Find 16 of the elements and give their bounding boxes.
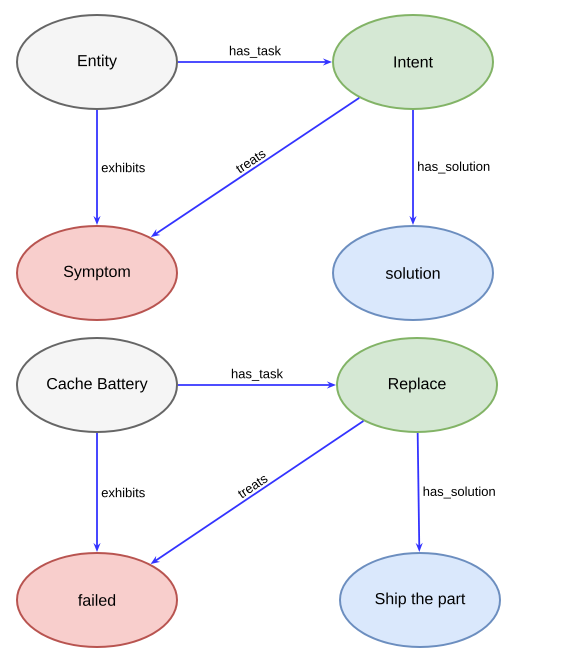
ellipse-node: Symptom (16, 225, 178, 321)
ellipse-node: solution (332, 225, 494, 321)
edge-label: has_solution (422, 486, 497, 500)
edge-label: treats (234, 147, 268, 176)
ellipse-node: Intent (332, 14, 494, 110)
edge-label: exhibits (100, 486, 146, 498)
ellipse-node: failed (16, 552, 178, 648)
edge-label: exhibits (100, 162, 146, 174)
edge-label: treats (236, 472, 270, 500)
edge-label: has_task (230, 368, 284, 382)
ellipse-node: Cache Battery (16, 337, 178, 433)
edge-label: has_task (228, 44, 282, 59)
ellipse-node: Replace (336, 337, 498, 433)
edge-label: has_solution (416, 160, 492, 174)
ellipse-node: Ship the part (339, 552, 501, 648)
ellipse-node: Entity (16, 14, 178, 110)
